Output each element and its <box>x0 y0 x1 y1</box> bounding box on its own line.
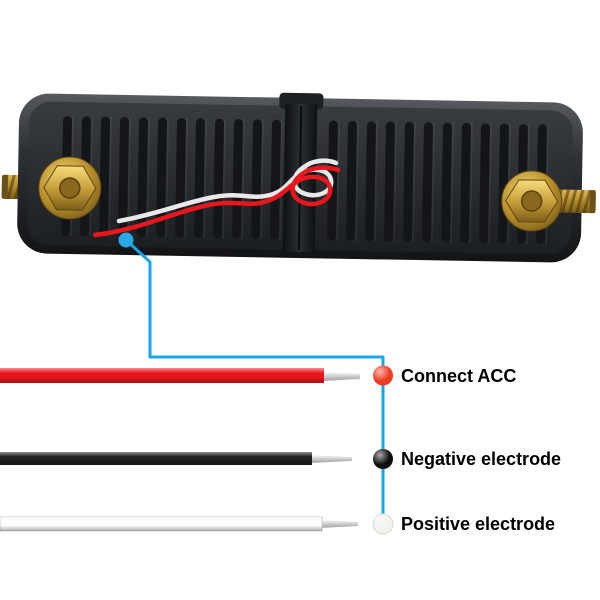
right-bolt-core <box>520 190 543 212</box>
right-mounting-bolt <box>501 170 596 232</box>
left-bolt-tip <box>1 174 9 199</box>
positive-dot-shine <box>373 514 393 534</box>
positive-wire-tip <box>320 520 358 528</box>
device-wire-red <box>92 165 341 238</box>
negative-wire-shade <box>0 452 312 465</box>
acc-dot-shine <box>373 365 393 386</box>
pointer-dot <box>118 232 134 248</box>
left-bolt-nut <box>38 156 102 220</box>
left-bolt-core <box>59 177 81 199</box>
right-bolt-tip <box>589 190 596 214</box>
positive-wire-shade <box>0 517 322 531</box>
label-negative-electrode: Negative electrode <box>401 449 562 469</box>
negative-wire <box>0 449 393 469</box>
acc-wire-tip <box>322 372 360 381</box>
positive-wire <box>0 513 394 535</box>
acc-wire <box>0 365 393 386</box>
label-positive-electrode: Positive electrode <box>401 514 556 534</box>
device-ribs-left <box>52 115 284 240</box>
pointer-line <box>124 238 385 524</box>
negative-dot-shine <box>373 449 393 469</box>
negative-wire-tip <box>310 455 352 463</box>
device-ribs-right <box>324 120 552 245</box>
label-connect-acc: Connect ACC <box>401 366 517 386</box>
acc-wire-shade <box>0 368 324 383</box>
